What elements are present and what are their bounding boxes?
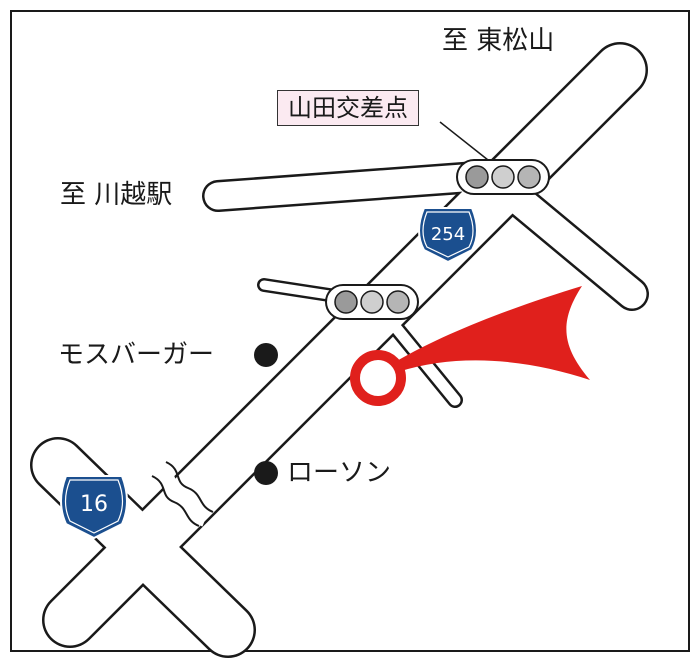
- callout-leader-line: [439, 121, 489, 161]
- poi-dot-icon: [254, 343, 278, 367]
- route-16-shield-icon: 16: [60, 475, 128, 540]
- route-254-shield-icon: 254: [418, 207, 478, 264]
- road-break-symbol: [151, 461, 214, 527]
- route-254-number: 254: [431, 224, 465, 245]
- traffic-light-icon: [325, 284, 419, 320]
- label-to-higashi-matsuyama: 至 東松山: [442, 26, 555, 56]
- label-to-kawagoe-station: 至 川越駅: [60, 180, 173, 210]
- intersection-name-callout: 山田交差点: [277, 90, 419, 126]
- label-lawson: ローソン: [287, 458, 392, 488]
- destination-marker-icon: [350, 286, 590, 406]
- label-mos-burger: モスバーガー: [58, 340, 215, 370]
- traffic-light-icon: [456, 159, 550, 195]
- poi-dot-icon: [254, 461, 278, 485]
- route-16-number: 16: [80, 492, 108, 517]
